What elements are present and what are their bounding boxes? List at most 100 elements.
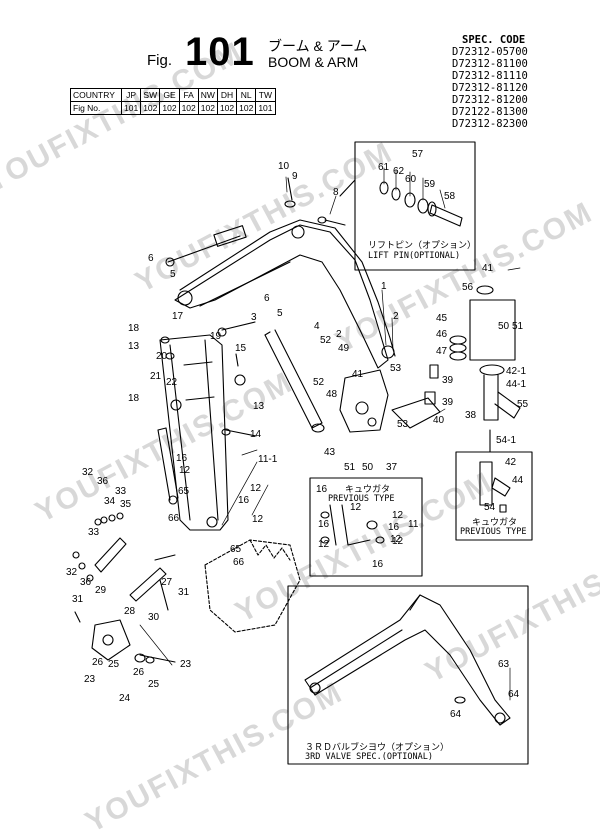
- callout: 10: [278, 161, 290, 172]
- callout: 62: [393, 166, 405, 177]
- callout: 56: [462, 282, 474, 293]
- callout: 35: [120, 499, 132, 510]
- boom: [174, 219, 396, 369]
- callout: 55: [517, 399, 529, 410]
- callout: 44-1: [506, 379, 527, 390]
- callout: 66: [233, 557, 245, 568]
- callout: 34: [104, 496, 116, 507]
- callout: 2: [336, 329, 342, 340]
- callout: 11-1: [258, 454, 278, 465]
- third-valve-caption-jp: ３ＲＤバルブシヨウ（オプション）: [305, 742, 450, 752]
- callout: 14: [250, 429, 262, 440]
- callout: 16: [388, 522, 400, 533]
- lift-pin-caption-jp: リフトピン（オプション）: [368, 240, 477, 250]
- callout: 29: [95, 585, 107, 596]
- callout: 64: [508, 689, 520, 700]
- callout: 33: [115, 486, 127, 497]
- previous-type-parts: [320, 504, 385, 546]
- previous-type2-parts: [479, 461, 511, 513]
- callout: 41: [482, 263, 494, 274]
- callout: 8: [333, 187, 339, 198]
- callout: 3: [251, 312, 257, 323]
- callout: 25: [148, 679, 160, 690]
- callout: 23: [84, 674, 96, 685]
- title-japanese: ブーム & アーム: [268, 38, 368, 54]
- callout: 28: [124, 606, 136, 617]
- callout: 59: [424, 179, 436, 190]
- callout: 63: [498, 659, 510, 670]
- bucket: [204, 539, 301, 633]
- table-cell: 101: [255, 101, 276, 115]
- callout: 12: [250, 483, 262, 494]
- previous-type-inset2-frame: [455, 429, 533, 541]
- callout: 36: [97, 476, 109, 487]
- callout: 9: [292, 171, 298, 182]
- spec-code: D72312-82300: [452, 118, 528, 130]
- leader-lines: [139, 167, 521, 701]
- callout: 48: [326, 389, 338, 400]
- callout: 42-1: [506, 366, 527, 377]
- callout: 52: [313, 377, 325, 388]
- callout: 25: [108, 659, 120, 670]
- previous-type2-caption-en: PREVIOUS TYPE: [460, 527, 527, 537]
- title-english: BOOM & ARM: [268, 54, 359, 70]
- callout: 65: [230, 544, 242, 555]
- callout: 31: [178, 587, 190, 598]
- lift-pin-inset-frame: [339, 141, 476, 271]
- table-cell: 102: [140, 101, 161, 115]
- callout: 2: [393, 311, 399, 322]
- callout: 15: [235, 343, 247, 354]
- callout: 23: [180, 659, 192, 670]
- callout: 16: [238, 495, 250, 506]
- callout: 39: [442, 397, 454, 408]
- previous-type-inset-frame: [309, 477, 423, 577]
- bucket-cylinder: [157, 427, 179, 505]
- bucket-linkage: [72, 512, 176, 611]
- callout: 39: [442, 375, 454, 386]
- callout: 43: [324, 447, 336, 458]
- spec-code: D72312-81110: [452, 70, 528, 82]
- callout: 41: [352, 369, 364, 380]
- callout: 21: [150, 371, 162, 382]
- table-cell: 102: [216, 101, 238, 115]
- previous-type-caption-en: PREVIOUS TYPE: [328, 494, 395, 504]
- callout: 46: [436, 329, 448, 340]
- callout: 58: [444, 191, 456, 202]
- spec-code: D72122-81300: [452, 106, 528, 118]
- lift-pin-parts: [379, 181, 463, 227]
- callout: 26: [133, 667, 145, 678]
- callout: 27: [161, 577, 173, 588]
- callout: 53: [397, 419, 409, 430]
- spec-code: D72312-81100: [452, 58, 528, 70]
- third-valve-caption-en: 3RD VALVE SPEC.(OPTIONAL): [305, 752, 433, 762]
- callout: 26: [92, 657, 104, 668]
- country-table: COUNTRY JP SW GE FA NW DH NL TW Fig No. …: [70, 88, 276, 115]
- callout: 16: [316, 484, 328, 495]
- spec-code-heading: SPEC. CODE: [462, 34, 526, 46]
- callout: 16: [318, 519, 330, 530]
- swing-pin-parts: [424, 285, 521, 421]
- callout: 54: [484, 502, 496, 513]
- callout: 12: [392, 536, 404, 547]
- callout: 60: [405, 174, 417, 185]
- callout: 20: [156, 351, 168, 362]
- callout: 52: [320, 335, 332, 346]
- callout: 49: [338, 343, 350, 354]
- callout: 13: [253, 401, 265, 412]
- callout: 50: [498, 321, 510, 332]
- callout: 57: [412, 149, 424, 160]
- callout: 47: [436, 346, 448, 357]
- callout: 4: [314, 321, 320, 332]
- table-row: Fig No. 101 102 102 102 102 102 102 101: [70, 101, 276, 115]
- table-cell: 102: [197, 101, 218, 115]
- third-valve-inset-frame: [287, 585, 529, 765]
- callout: 12: [179, 465, 191, 476]
- callout: 38: [465, 410, 477, 421]
- callout: 5: [170, 269, 176, 280]
- table-cell: TW: [255, 88, 276, 102]
- callout: 24: [119, 693, 131, 704]
- callout: 32: [82, 467, 94, 478]
- callout: 37: [386, 462, 398, 473]
- boom-pins: [160, 177, 346, 437]
